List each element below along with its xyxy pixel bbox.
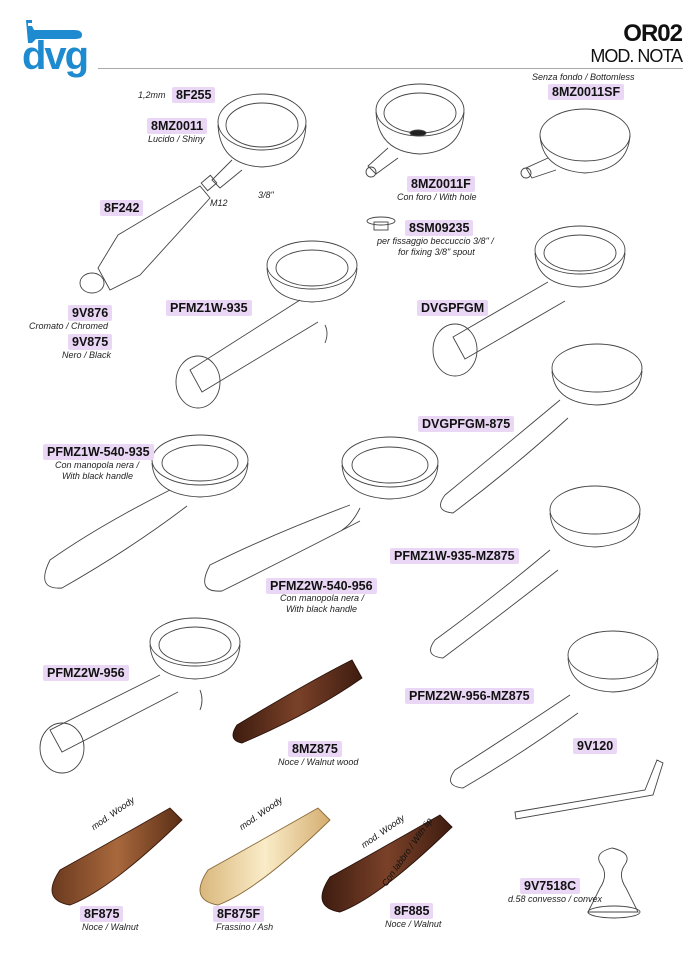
walnut-handle-8f885-drawing: [321, 814, 453, 913]
part-desc: Nero / Black: [62, 350, 112, 360]
part-desc: With black handle: [286, 604, 357, 614]
part-desc: Noce / Walnut wood: [278, 757, 359, 767]
portafilter-pfmz2w-956-mz875-drawing: [450, 630, 659, 789]
page-title: OR02: [623, 20, 683, 47]
portafilter-pfmz1w-540-935-drawing: [44, 434, 249, 589]
spring-9v120-drawing: [514, 759, 664, 820]
part-desc: for fixing 3/8" spout: [398, 247, 475, 257]
part-desc: d.58 convesso / convex: [508, 894, 603, 904]
part-code: 8MZ0011SF: [548, 84, 625, 100]
part-code: PFMZ1W-540-935: [43, 444, 154, 460]
part-code: DVGPFGM: [417, 300, 489, 316]
portafilter-pfmz1w-935-drawing: [175, 240, 358, 409]
part-desc: Frassino / Ash: [216, 922, 274, 932]
portafilter-pfmz1w-935-mz875-drawing: [430, 485, 641, 659]
part-desc: Cromato / Chromed: [29, 321, 109, 331]
part-code: PFMZ1W-935-MZ875: [390, 548, 519, 564]
page-subtitle: MOD. NOTA: [590, 46, 683, 66]
basket-holder-8mz0011f-drawing: [365, 83, 465, 178]
part-desc: Con foro / With hole: [397, 192, 477, 202]
part-desc: With black handle: [62, 471, 133, 481]
part-code: PFMZ2W-540-956: [266, 578, 377, 594]
ash-handle-8f875f-drawing: [199, 807, 331, 906]
dvg-logo: dvg: [20, 18, 95, 83]
portafilter-dvgpfgm-drawing: [432, 225, 626, 377]
walnut-handle-8f875-drawing: [51, 807, 183, 906]
tamper-drawing: [587, 847, 641, 919]
part-code: 8F875: [80, 906, 124, 922]
part-code: DVGPFGM-875: [418, 416, 515, 432]
basket-holder-8mz0011-drawing: [200, 93, 307, 192]
part-desc: Lucido / Shiny: [148, 134, 205, 144]
part-code: 8MZ0011F: [407, 176, 475, 192]
part-code: 8F255: [172, 87, 216, 103]
thread-note: 3/8": [258, 190, 274, 200]
part-code: PFMZ2W-956: [43, 665, 129, 681]
header-divider: [98, 68, 683, 69]
part-desc: Noce / Walnut: [385, 919, 442, 929]
handle-8f242-drawing: [79, 185, 211, 294]
portafilter-dvgpfgm-875-drawing: [440, 343, 643, 514]
part-code: 9V876: [68, 305, 113, 321]
thread-note: M12: [210, 198, 228, 208]
part-code: PFMZ2W-956-MZ875: [405, 688, 534, 704]
portafilter-pfmz2w-956-drawing: [39, 617, 241, 774]
spout-fitting-drawing: [366, 216, 396, 231]
part-code: 8F242: [100, 200, 144, 216]
logo-text: dvg: [22, 34, 89, 78]
part-desc: Con manopola nera /: [280, 593, 365, 603]
part-desc: per fissaggio beccuccio 3/8" /: [377, 236, 494, 246]
bottomless-note: Senza fondo / Bottomless: [532, 72, 635, 82]
bottomless-holder-drawing: [520, 108, 631, 179]
portafilter-pfmz2w-540-956-drawing: [204, 436, 439, 592]
part-code: 8MZ0011: [147, 118, 208, 134]
part-code: PFMZ1W-935: [166, 300, 252, 316]
part-code: 9V875: [68, 334, 113, 350]
part-code: 9V120: [573, 738, 618, 754]
walnut-handle-8mz875-drawing: [232, 659, 363, 744]
thickness-note: 1,2mm: [138, 90, 166, 100]
part-code: 8F885: [390, 903, 434, 919]
part-code: 8F875F: [213, 906, 265, 922]
part-code: 9V7518C: [520, 878, 581, 894]
part-code: 8SM09235: [405, 220, 474, 236]
part-desc: Con manopola nera /: [55, 460, 140, 470]
part-desc: Noce / Walnut: [82, 922, 139, 932]
portafilter-logo-icon: [26, 20, 82, 43]
part-code: 8MZ875: [288, 741, 342, 757]
